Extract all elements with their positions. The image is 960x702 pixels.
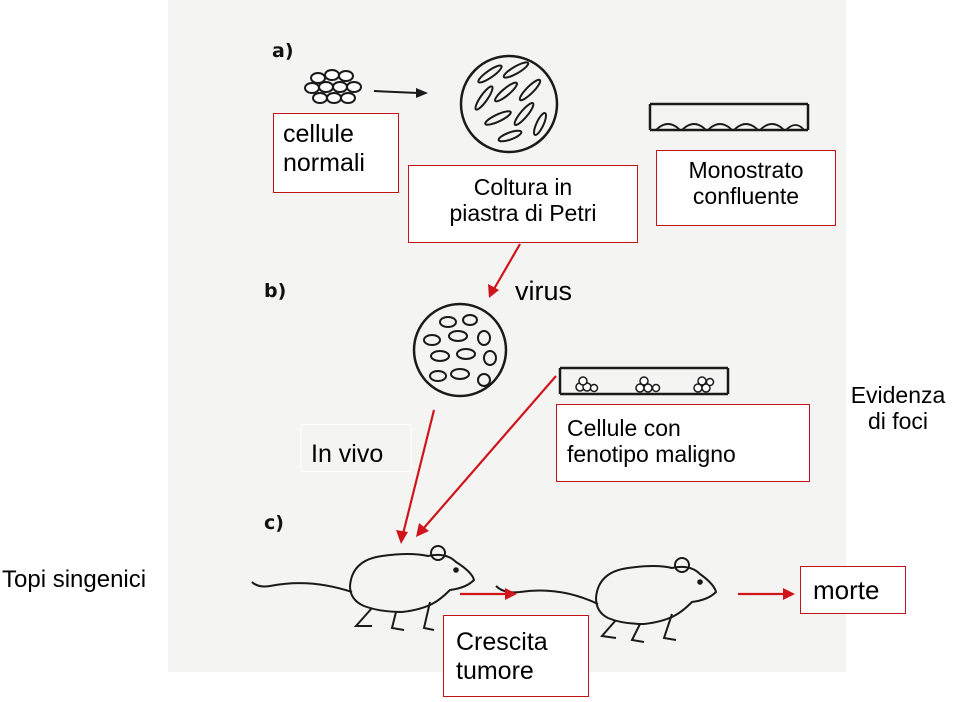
black-arrow-to-petri — [373, 88, 428, 98]
petri-dish-normal — [459, 54, 559, 154]
mouse-1 — [251, 545, 476, 631]
foci-label: Evidenza di foci — [850, 382, 946, 435]
red-arrows — [396, 243, 795, 600]
normal-cell-cluster — [304, 69, 362, 104]
foci-dish — [558, 366, 730, 396]
arrow-in-vivo — [396, 409, 436, 544]
malignant-cells-label: Cellule con fenotipo maligno — [556, 404, 810, 482]
petri-culture-label: Coltura in piastra di Petri — [408, 165, 638, 243]
virus-label: virus — [515, 276, 573, 306]
petri-dish-transformed — [412, 302, 508, 398]
syngenic-mice-label: Topi singenici — [2, 566, 147, 593]
monolayer-label: Monostrato confluente — [656, 150, 836, 226]
death-label: morte — [800, 566, 906, 614]
panel-c-label: c) — [264, 512, 284, 534]
monolayer-dish — [648, 102, 810, 132]
panel-b-label: b) — [264, 280, 287, 302]
mouse-2 — [495, 557, 718, 643]
normal-cells-label: cellule normali — [273, 113, 399, 193]
in-vivo-label: In vivo — [300, 424, 412, 472]
tumor-growth-label: Crescita tumore — [443, 615, 589, 697]
arrow-to-transformed-dish — [488, 243, 521, 298]
arrow-mouse-to-mouse — [460, 588, 517, 600]
arrow-to-death — [738, 588, 795, 600]
panel-a-label: a) — [272, 40, 294, 62]
arrow-malignant-cells — [416, 375, 557, 537]
